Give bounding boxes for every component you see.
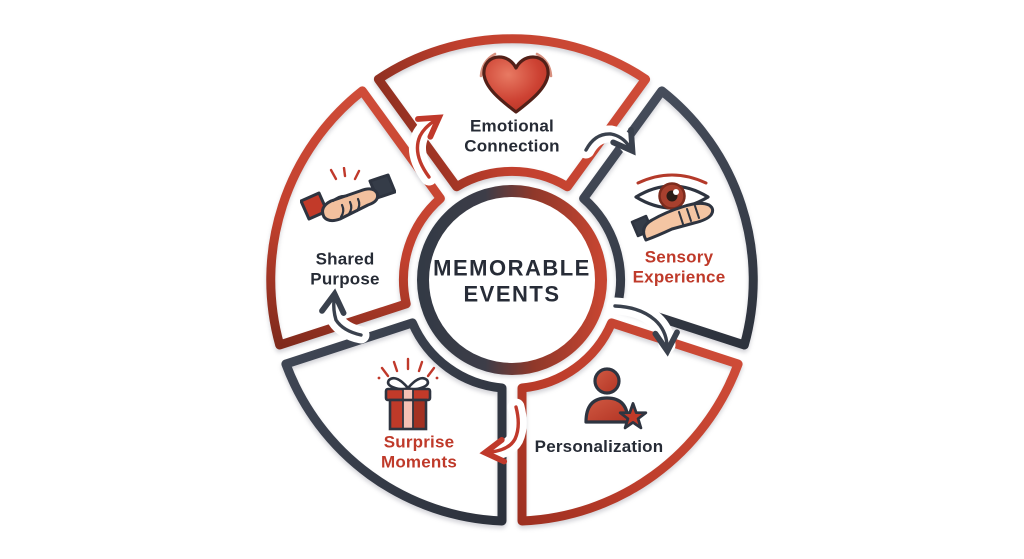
segment-label-personalization: Personalization — [534, 437, 664, 457]
person-star-icon — [584, 367, 648, 430]
segment-label-sensory-experience: Sensory Experience — [632, 247, 726, 286]
center-circle — [417, 185, 607, 375]
gift-icon — [377, 357, 439, 431]
segment-label-shared-purpose: Shared Purpose — [310, 249, 380, 288]
wedge-shared-purpose — [266, 86, 445, 350]
flow-arrow-personalization-to-surprise — [479, 405, 520, 465]
segment-label-surprise-moments: Surprise Moments — [380, 432, 458, 471]
flow-arrow-emotional-to-sensory — [584, 127, 636, 156]
wedge-surprise-moments — [281, 318, 507, 526]
eye-hand-icon — [630, 173, 715, 242]
handshake-icon — [300, 167, 396, 223]
wedge-emotional-connection — [373, 34, 651, 192]
flow-arrow-shared-to-emotional — [415, 114, 444, 179]
diagram-title: MEMORABLE EVENTS — [433, 255, 591, 307]
flow-arrow-surprise-to-shared — [319, 288, 363, 337]
heart-icon — [479, 52, 553, 114]
wedge-sensory-experience — [579, 86, 758, 350]
segment-label-emotional-connection: Emotional Connection — [464, 116, 560, 155]
flow-arrow-sensory-to-personalization — [613, 304, 680, 357]
wedge-personalization — [517, 318, 743, 526]
